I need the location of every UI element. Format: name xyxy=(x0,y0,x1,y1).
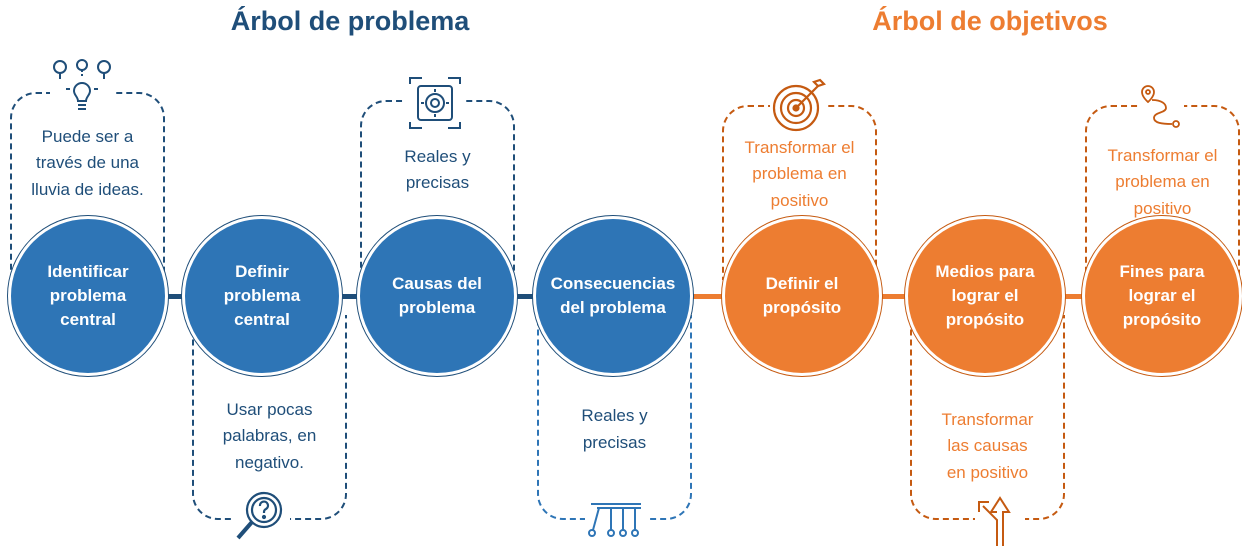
search-question-icon xyxy=(232,486,290,544)
objective-connector-line xyxy=(625,294,1165,299)
target-arrow-icon xyxy=(770,78,826,134)
objective-tree-title: Árbol de objetivos xyxy=(872,6,1108,36)
note-brainstorm: Puede ser a través de una lluvia de idea… xyxy=(10,92,165,282)
note-few-words: Usar pocas palabras, en negativo. xyxy=(192,315,347,520)
step-means: Medios para lograr el propósito xyxy=(905,216,1065,376)
step-ends: Fines para lograr el propósito xyxy=(1082,216,1242,376)
step-identify-problem: Identificar problema central xyxy=(8,216,168,376)
step-causes: Causas del problema xyxy=(357,216,517,376)
note-purpose-positive: Transformar el problema en positivo xyxy=(722,105,877,280)
fork-arrow-icon xyxy=(975,490,1025,546)
branches-icon xyxy=(585,500,647,542)
gear-process-icon xyxy=(404,72,466,134)
step-define-problem: Definir problema central xyxy=(182,216,342,376)
problem-tree-title: Árbol de problema xyxy=(230,6,470,36)
note-consequences-real: Reales y precisas xyxy=(537,315,692,520)
step-define-purpose: Definir el propósito xyxy=(722,216,882,376)
lightbulbs-icon xyxy=(50,55,114,113)
step-consequences: Consecuencias del problema xyxy=(533,216,693,376)
note-means-positive: Transformar las causas en positivo xyxy=(910,315,1065,520)
route-pin-icon xyxy=(1140,84,1184,134)
note-ends-positive: Transformar el problema en positivo xyxy=(1085,105,1240,280)
